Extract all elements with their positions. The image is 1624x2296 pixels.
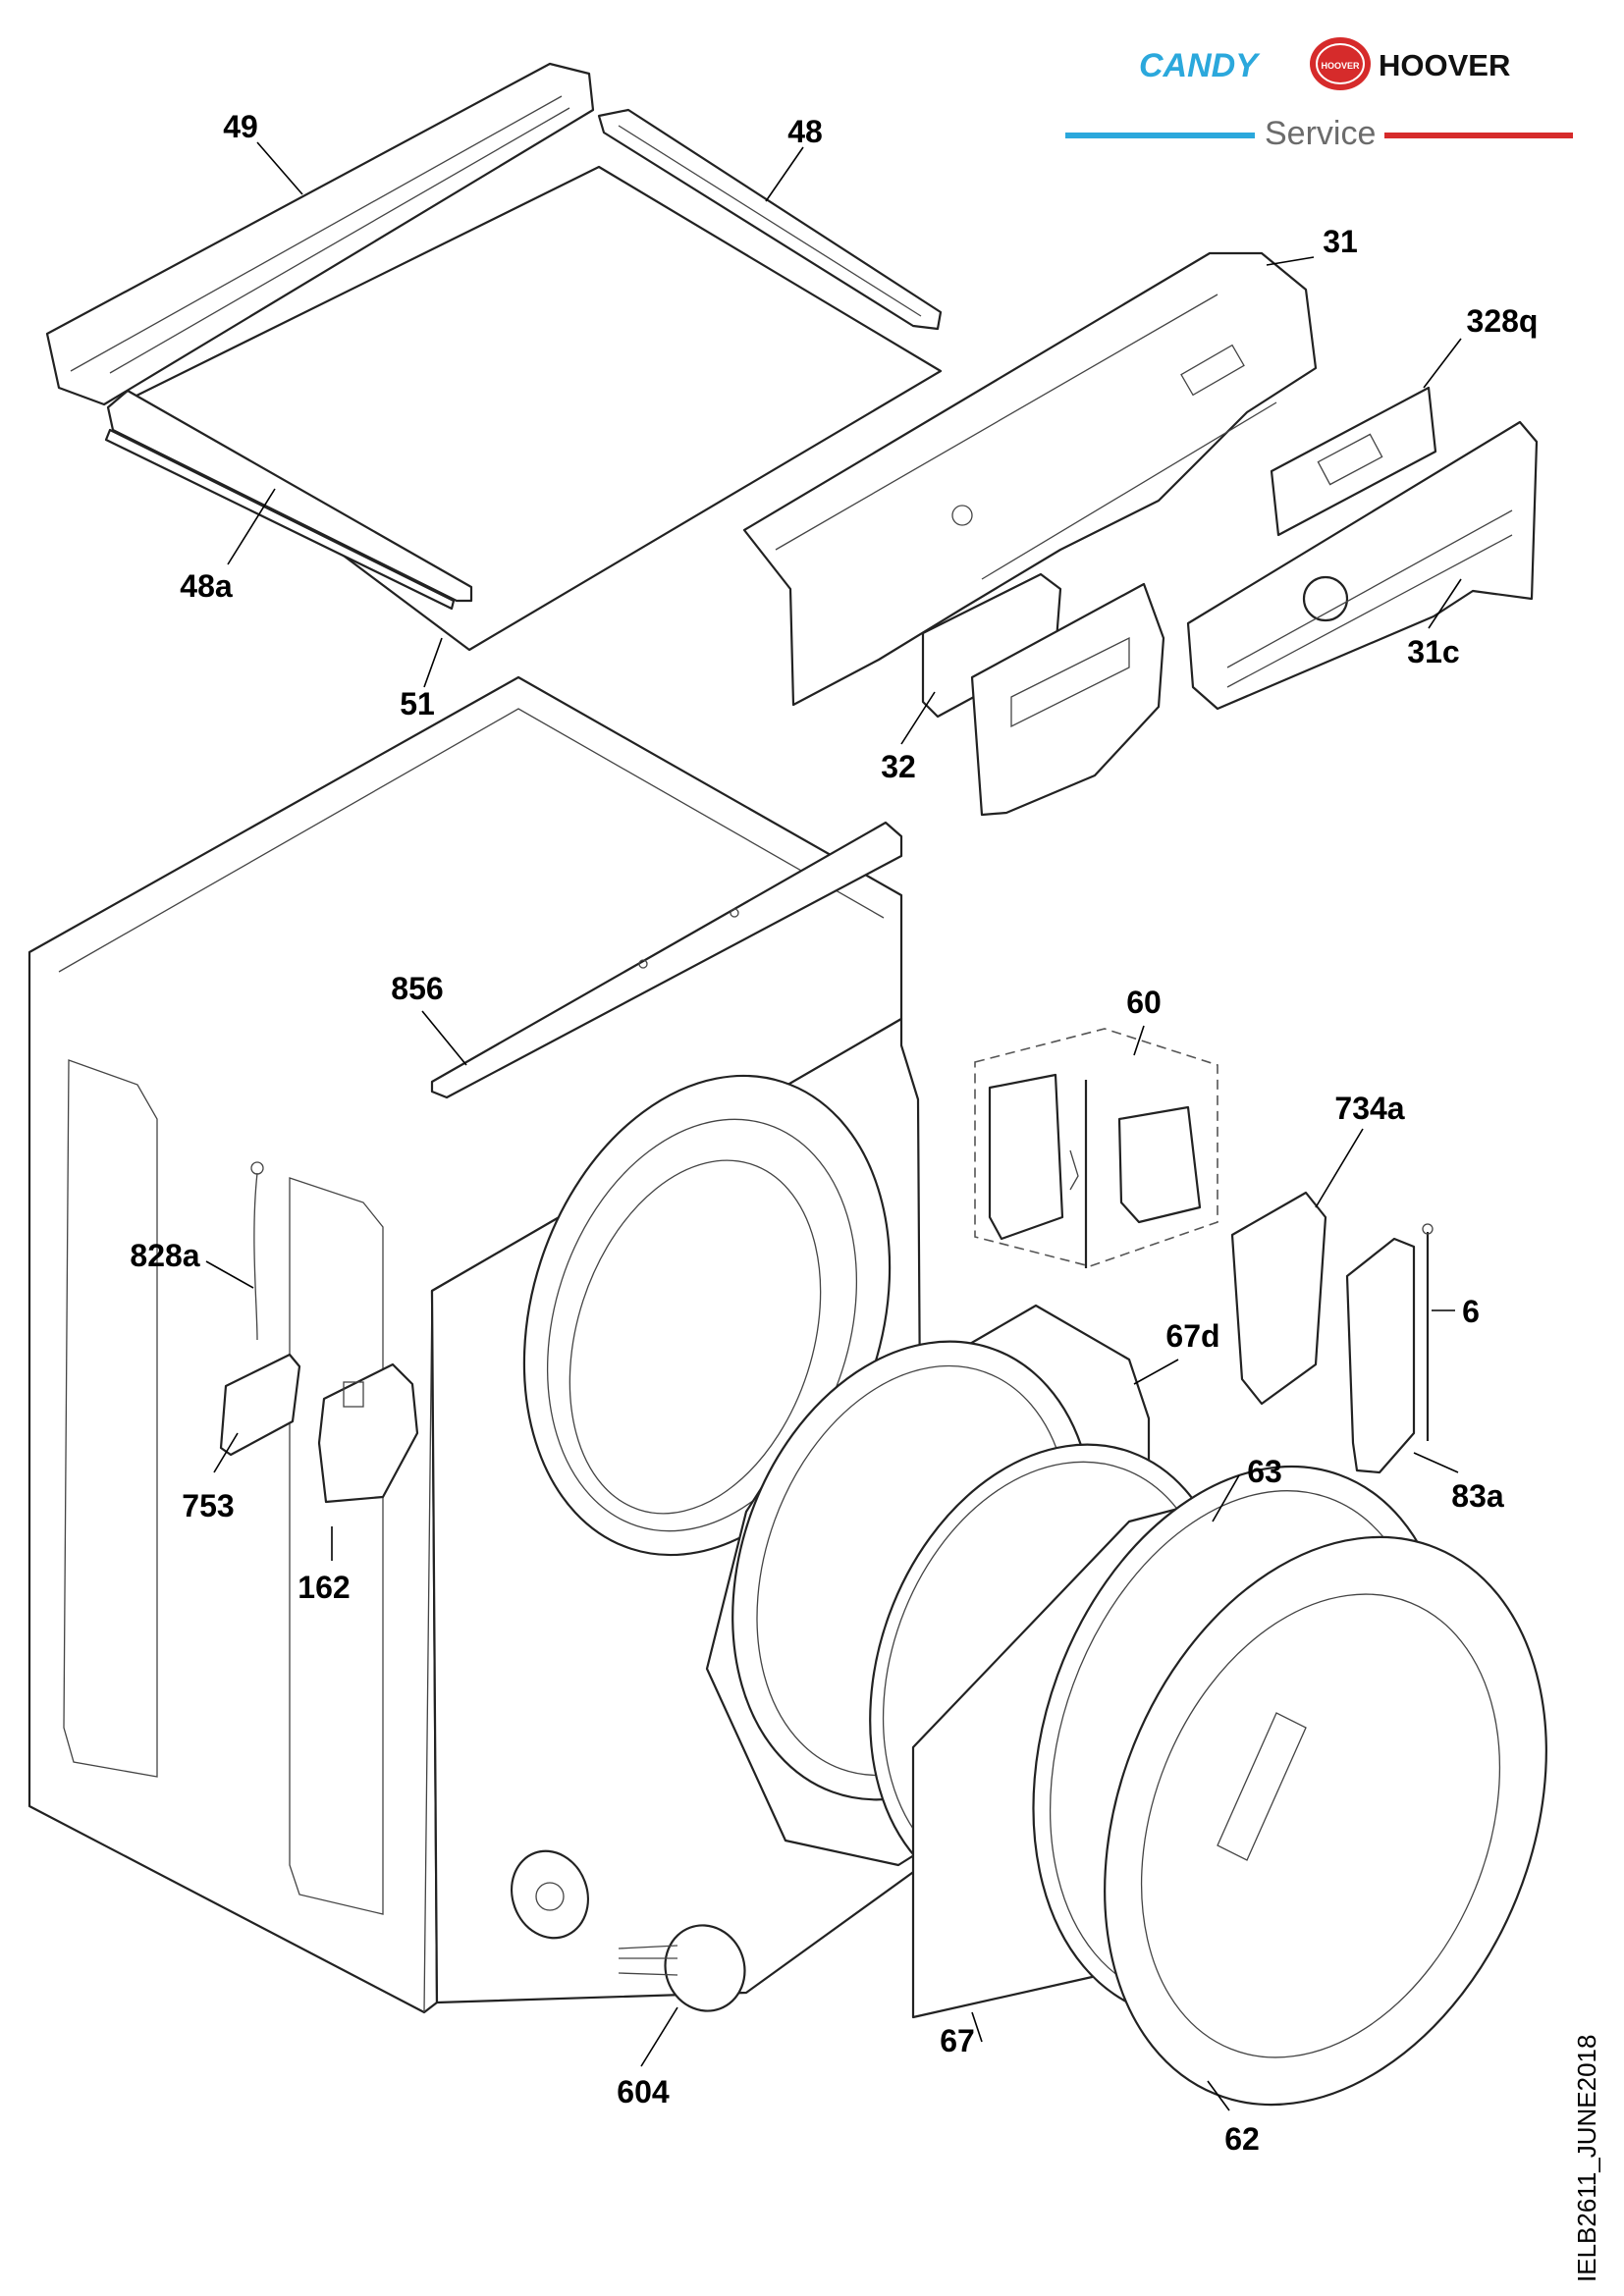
part-label-828a: 828a — [130, 1238, 199, 1273]
part-label-48a: 48a — [180, 568, 233, 604]
part-label-31c: 31c — [1407, 634, 1459, 669]
part-label-83a: 83a — [1451, 1478, 1504, 1514]
part-label-49: 49 — [223, 109, 258, 144]
part-label-328q: 328q — [1467, 303, 1539, 339]
part-label-162: 162 — [298, 1570, 350, 1605]
part-label-48: 48 — [787, 114, 823, 149]
top-lid-assembly — [45, 62, 943, 652]
control-panel-assembly — [742, 251, 1539, 817]
hoover-badge-text: HOOVER — [1321, 61, 1360, 71]
hoover-logo: HOOVER HOOVER — [1310, 37, 1510, 90]
part-label-67d: 67d — [1165, 1318, 1219, 1354]
hinge-kit — [974, 1028, 1218, 1268]
part-label-62: 62 — [1224, 2121, 1260, 2157]
hoover-badge-icon — [1310, 37, 1371, 90]
part-label-31: 31 — [1323, 224, 1358, 259]
part-label-63: 63 — [1247, 1454, 1282, 1489]
part-label-6: 6 — [1462, 1294, 1480, 1329]
hoover-wordmark: HOOVER — [1379, 48, 1510, 82]
part-label-753: 753 — [182, 1488, 234, 1523]
part-label-734a: 734a — [1334, 1091, 1404, 1126]
part-label-67: 67 — [940, 2023, 975, 2058]
leader-lines — [205, 141, 1462, 2111]
part-label-60: 60 — [1126, 985, 1162, 1020]
part-label-856: 856 — [391, 971, 443, 1006]
service-label: Service — [1265, 115, 1376, 152]
part-label-604: 604 — [617, 2074, 670, 2109]
candy-logo: CANDY — [1139, 47, 1261, 84]
door-hinge-parts — [1230, 1191, 1434, 1474]
part-label-51: 51 — [400, 686, 435, 721]
part-labels: 49 48 48a 51 31 328q 31c 32 856 60 734a … — [130, 109, 1538, 2157]
small-parts — [219, 1161, 746, 2012]
door-assembly — [705, 1304, 1547, 2107]
part-label-32: 32 — [881, 749, 916, 784]
drawing-code: IELB2611_JUNE2018 — [1572, 2035, 1601, 2282]
brand-header: CANDY HOOVER HOOVER Service — [1065, 37, 1573, 152]
